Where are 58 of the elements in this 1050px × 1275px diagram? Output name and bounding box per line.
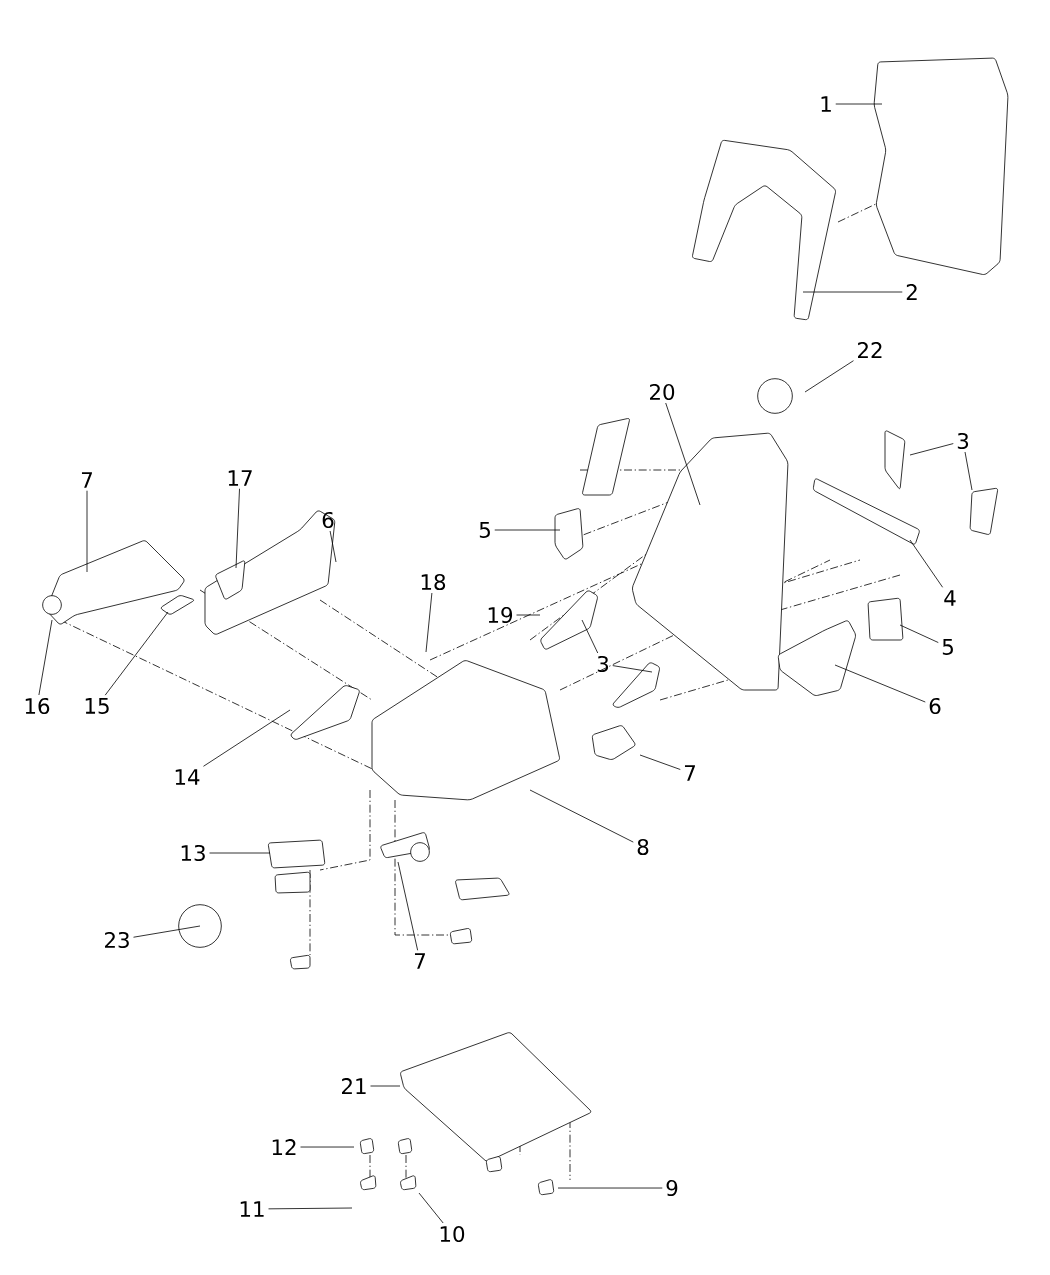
callout-number: 2 (906, 284, 917, 300)
callout-number: 8 (637, 838, 649, 856)
callout-number: 22 (858, 342, 882, 358)
callout-number: 7 (685, 765, 695, 781)
callout-number: 12 (272, 1139, 296, 1155)
callout-number: 6 (929, 697, 941, 715)
callout-number: 1 (821, 96, 831, 112)
callout-number: 14 (175, 769, 200, 785)
leader-line (557, 1187, 663, 1189)
leader-line (964, 451, 973, 491)
leader-line (425, 592, 433, 653)
leader-line (203, 709, 291, 767)
leader-line (802, 291, 903, 293)
callout-number: 3 (957, 432, 969, 450)
leader-line (300, 1146, 355, 1148)
leader-line (104, 611, 169, 696)
callout-number: 15 (85, 698, 109, 714)
leader-line (581, 619, 599, 654)
callout-number: 5 (479, 522, 490, 538)
callout-number: 7 (81, 472, 92, 488)
callout-number: 21 (342, 1078, 366, 1094)
callout-number: 9 (666, 1179, 678, 1197)
leader-line (370, 1085, 401, 1087)
leader-line (268, 1207, 353, 1210)
callout-number: 20 (650, 383, 675, 401)
leader-line (899, 624, 939, 643)
callout-number: 10 (440, 1225, 465, 1243)
leader-line (804, 360, 854, 393)
leader-line (665, 402, 701, 506)
leader-line (639, 754, 681, 770)
callout-number: 23 (105, 931, 129, 949)
leader-line (835, 103, 883, 105)
leader-line (612, 665, 653, 673)
leader-line (516, 614, 541, 616)
leader-line (418, 1192, 444, 1224)
leader-line (38, 619, 53, 696)
callout-number: 3 (597, 655, 609, 673)
callout-number: 11 (240, 1201, 264, 1217)
leader-line (209, 852, 271, 854)
leader-line (329, 530, 337, 563)
callout-number: 6 (322, 511, 334, 529)
callout-number: 16 (25, 697, 50, 715)
leader-line (133, 925, 201, 938)
leader-line (909, 539, 944, 588)
leader-line (909, 443, 954, 456)
leader-line (397, 861, 419, 951)
callout-number: 17 (228, 470, 252, 486)
callout-number: 4 (944, 590, 956, 606)
leader-line (834, 664, 926, 703)
leader-line (86, 490, 88, 573)
callout-number: 13 (181, 844, 205, 862)
callout-number: 7 (414, 953, 425, 969)
leader-line (494, 529, 561, 531)
callout-number: 19 (488, 606, 513, 624)
callout-number: 5 (942, 639, 953, 655)
leader-line (529, 789, 634, 843)
leader-line (235, 488, 240, 569)
callout-number: 18 (421, 573, 446, 591)
